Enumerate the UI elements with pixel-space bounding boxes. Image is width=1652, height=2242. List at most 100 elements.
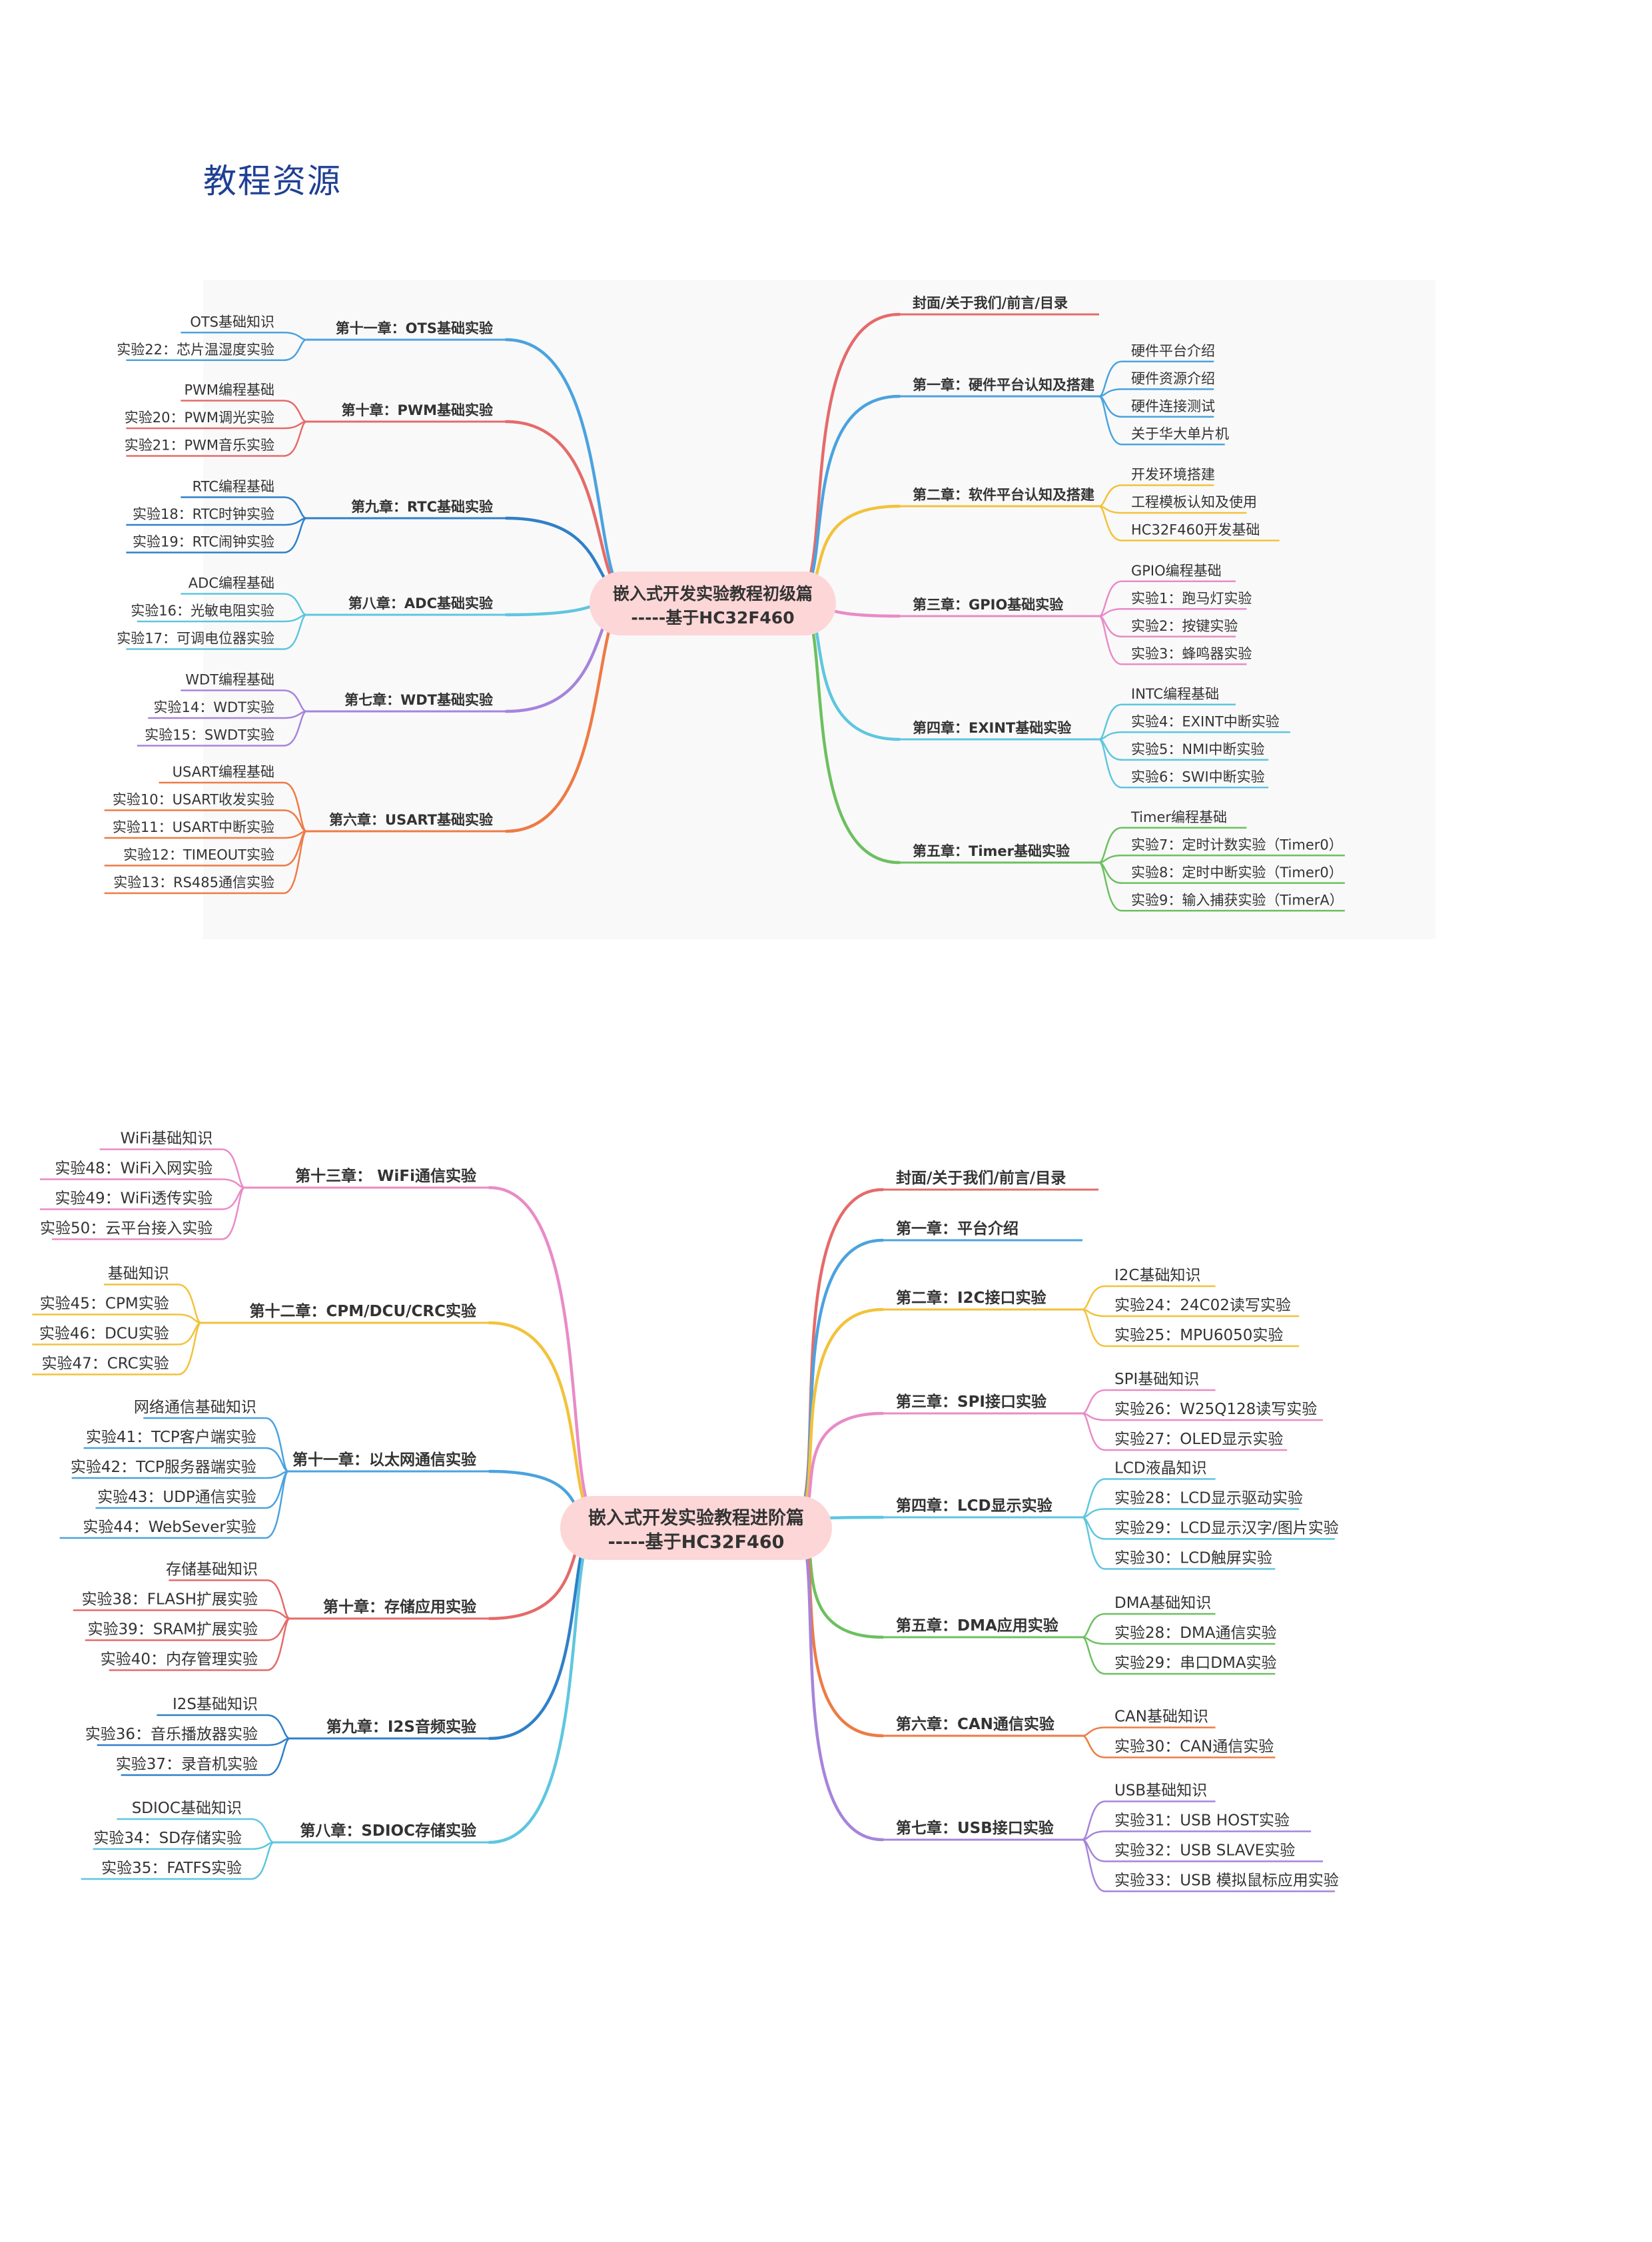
leaf-connector xyxy=(250,1818,274,1844)
leaf-label: 实验4：EXINT中断实验 xyxy=(1131,713,1280,729)
leaf-label: SDIOC基础知识 xyxy=(132,1800,242,1817)
leaf-label: 硬件资源介绍 xyxy=(1131,370,1215,386)
leaf-label: GPIO编程基础 xyxy=(1131,563,1222,579)
chapter-title: 第二章：I2C接口实验 xyxy=(896,1289,1046,1307)
leaf-label: 实验13：RS485通信实验 xyxy=(113,875,274,891)
leaf-connector xyxy=(283,338,307,361)
chapter-title: 第三章：SPI接口实验 xyxy=(896,1393,1046,1411)
leaf-label: 实验27：OLED显示实验 xyxy=(1114,1431,1283,1448)
leaf-label: 实验36：音乐播放器实验 xyxy=(85,1726,258,1743)
leaf-label: 实验43：UDP通信实验 xyxy=(97,1489,256,1506)
branch-connector xyxy=(488,1519,602,1844)
leaf-label: 实验30：CAN通信实验 xyxy=(1114,1738,1274,1756)
leaf-label: 实验42：TCP服务器端实验 xyxy=(71,1459,256,1476)
branch-lines xyxy=(104,312,1345,912)
leaf-label: 实验21：PWM音乐实验 xyxy=(125,438,274,454)
leaf-label: 实验15：SWDT实验 xyxy=(145,727,274,743)
chapter-title: 第五章：DMA应用实验 xyxy=(896,1617,1058,1635)
leaf-label: I2C基础知识 xyxy=(1114,1267,1200,1284)
leaf-label: 实验33：USB 模拟鼠标应用实验 xyxy=(1114,1872,1339,1890)
center-node: 嵌入式开发实验教程初级篇-----基于HC32F460 xyxy=(590,571,836,635)
leaf-label: I2S基础知识 xyxy=(173,1696,258,1713)
leaf-label: 实验48：WiFi入网实验 xyxy=(55,1160,212,1178)
chapter-title: 第八章：SDIOC存储实验 xyxy=(300,1822,476,1840)
leaf-label: RTC编程基础 xyxy=(193,479,274,495)
leaf-label: 实验28：DMA通信实验 xyxy=(1114,1625,1277,1642)
center-subtitle: -----基于HC32F460 xyxy=(631,608,794,627)
leaf-connector xyxy=(266,1617,290,1671)
leaf-label: WiFi基础知识 xyxy=(121,1130,213,1148)
chapter-title: 第四章：EXINT基础实验 xyxy=(913,720,1071,736)
chapter-title: 第十章：PWM基础实验 xyxy=(342,402,493,418)
leaf-connector xyxy=(1082,1389,1106,1415)
leaf-label: 硬件连接测试 xyxy=(1131,398,1215,414)
leaf-label: 实验8：定时中断实验（Timer0） xyxy=(1131,865,1343,881)
mindmap-basic: 封面/关于我们/前言/目录第一章：硬件平台认知及搭建 硬件平台介绍硬件资源介绍硬件… xyxy=(104,280,1436,939)
chapter-title: 第五章：Timer基础实验 xyxy=(913,843,1070,859)
leaf-label: USB基础知识 xyxy=(1114,1782,1207,1800)
leaf-label: 实验46：DCU实验 xyxy=(39,1325,169,1343)
leaf-connector xyxy=(283,809,307,833)
leaf-label: OTS基础知识 xyxy=(190,314,274,330)
leaf-label: 实验22：芯片温湿度实验 xyxy=(117,342,274,358)
chapter-title: 第六章：USART基础实验 xyxy=(329,812,493,828)
leaf-label: CAN基础知识 xyxy=(1114,1708,1208,1726)
leaf-connector xyxy=(283,517,307,554)
leaf-connector xyxy=(1082,1636,1106,1675)
leaf-label: DMA基础知识 xyxy=(1114,1595,1211,1612)
leaf-label: LCD液晶知识 xyxy=(1114,1460,1207,1477)
chapter-title: 第八章：ADC基础实验 xyxy=(348,595,493,611)
leaf-label: 实验28：LCD显示驱动实验 xyxy=(1114,1490,1303,1507)
leaf-label: 实验47：CRC实验 xyxy=(41,1355,169,1373)
leaf-label: 实验45：CPM实验 xyxy=(40,1296,169,1313)
branch-connector xyxy=(790,1188,885,1523)
chapter-title: 第一章：硬件平台认知及搭建 xyxy=(913,377,1094,393)
mindmap-advanced-svg: 封面/关于我们/前言/目录第一章：平台介绍第二章：I2C接口实验I2C基础知识实… xyxy=(32,1130,1339,1892)
leaf-connector xyxy=(1082,1726,1106,1737)
leaf-label: 实验18：RTC时钟实验 xyxy=(133,506,274,522)
leaf-label: 开发环境搭建 xyxy=(1131,467,1215,483)
chapter-title: 第二章：软件平台认知及搭建 xyxy=(913,487,1094,503)
chapter-title: 第十章：存储应用实验 xyxy=(323,1598,476,1616)
chapter-title: 第一章：平台介绍 xyxy=(896,1220,1019,1238)
chapter-title: 第十一章：以太网通信实验 xyxy=(292,1451,476,1469)
leaf-connector xyxy=(283,496,307,520)
leaf-label: 实验49：WiFi透传实验 xyxy=(55,1190,212,1208)
chapter-title: 第六章：CAN通信实验 xyxy=(896,1715,1054,1733)
leaf-label: PWM编程基础 xyxy=(184,382,274,398)
leaf-label: 实验26：W25Q128读写实验 xyxy=(1114,1401,1317,1418)
leaf-label: 实验39：SRAM扩展实验 xyxy=(88,1621,258,1639)
leaf-label: 实验14：WDT实验 xyxy=(154,699,274,715)
leaf-label: 实验9：输入捕获实验（TimerA） xyxy=(1131,892,1344,908)
leaf-label: 实验17：可调电位器实验 xyxy=(117,631,274,647)
chapter-title: 封面/关于我们/前言/目录 xyxy=(896,1169,1066,1187)
leaf-connector xyxy=(250,1841,274,1880)
leaf-label: 实验6：SWI中断实验 xyxy=(1131,769,1265,785)
leaf-connector xyxy=(283,420,307,457)
leaf-label: 实验44：WebSever实验 xyxy=(83,1519,256,1536)
leaf-label: 实验50：云平台接入实验 xyxy=(40,1220,212,1238)
leaf-connector xyxy=(283,400,307,423)
leaf-label: 实验11：USART中断实验 xyxy=(113,819,274,835)
leaf-label: 硬件平台介绍 xyxy=(1131,343,1215,359)
leaf-label: 工程模板认知及使用 xyxy=(1131,494,1257,510)
center-title: 嵌入式开发实验教程进阶篇 xyxy=(588,1507,804,1529)
leaf-label: 实验38：FLASH扩展实验 xyxy=(82,1591,258,1609)
branch-connector xyxy=(794,312,901,599)
leaf-label: 实验19：RTC闹钟实验 xyxy=(133,534,274,550)
leaf-label: 实验20：PWM调光实验 xyxy=(125,410,274,426)
leaf-label: 实验10：USART收发实验 xyxy=(113,792,274,808)
chapter-title: 第九章：RTC基础实验 xyxy=(351,499,493,515)
leaf-label: 实验25：MPU6050实验 xyxy=(1114,1327,1283,1344)
leaf-label: 实验12：TIMEOUT实验 xyxy=(123,847,274,863)
leaf-label: WDT编程基础 xyxy=(185,672,274,688)
chapter-title: 第十二章：CPM/DCU/CRC实验 xyxy=(249,1302,476,1320)
chapter-title: 封面/关于我们/前言/目录 xyxy=(913,295,1068,311)
leaf-label: 实验30：LCD触屏实验 xyxy=(1114,1550,1272,1567)
leaf-connector xyxy=(1098,484,1122,508)
leaf-label: HC32F460开发基础 xyxy=(1131,522,1260,538)
leaf-label: 实验7：定时计数实验（Timer0） xyxy=(1131,837,1343,853)
leaf-label: 实验40：内存管理实验 xyxy=(101,1651,258,1669)
